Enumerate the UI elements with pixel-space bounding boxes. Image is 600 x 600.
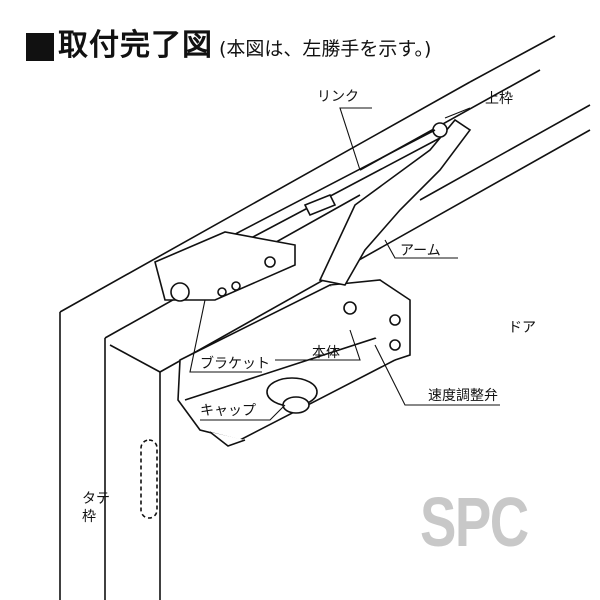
label-link: リンク <box>317 89 359 105</box>
label-arm: アーム <box>400 243 441 259</box>
arm <box>318 118 472 286</box>
label-body: 本体 <box>312 345 340 361</box>
title-note: (本図は、左勝手を示す。) <box>219 38 432 60</box>
label-cap: キャップ <box>200 403 256 419</box>
spc-watermark: SPC <box>420 483 529 561</box>
leader-lines <box>189 107 500 421</box>
label-side-frame: タテ 枠 <box>82 491 110 525</box>
closer-body <box>177 279 411 447</box>
label-top-frame: 上枠 <box>485 91 513 107</box>
label-door: ドア <box>508 320 536 336</box>
title-main: 取付完了図 <box>58 28 213 63</box>
diagram-title: 取付完了図 (本図は、左勝手を示す。) <box>26 20 431 64</box>
label-bracket: ブラケット <box>200 356 270 372</box>
hinge-dashed <box>140 439 158 519</box>
frame-lines <box>59 35 591 600</box>
bracket <box>154 231 296 302</box>
label-speed-valve: 速度調整弁 <box>428 388 498 404</box>
title-square-icon <box>26 33 54 61</box>
